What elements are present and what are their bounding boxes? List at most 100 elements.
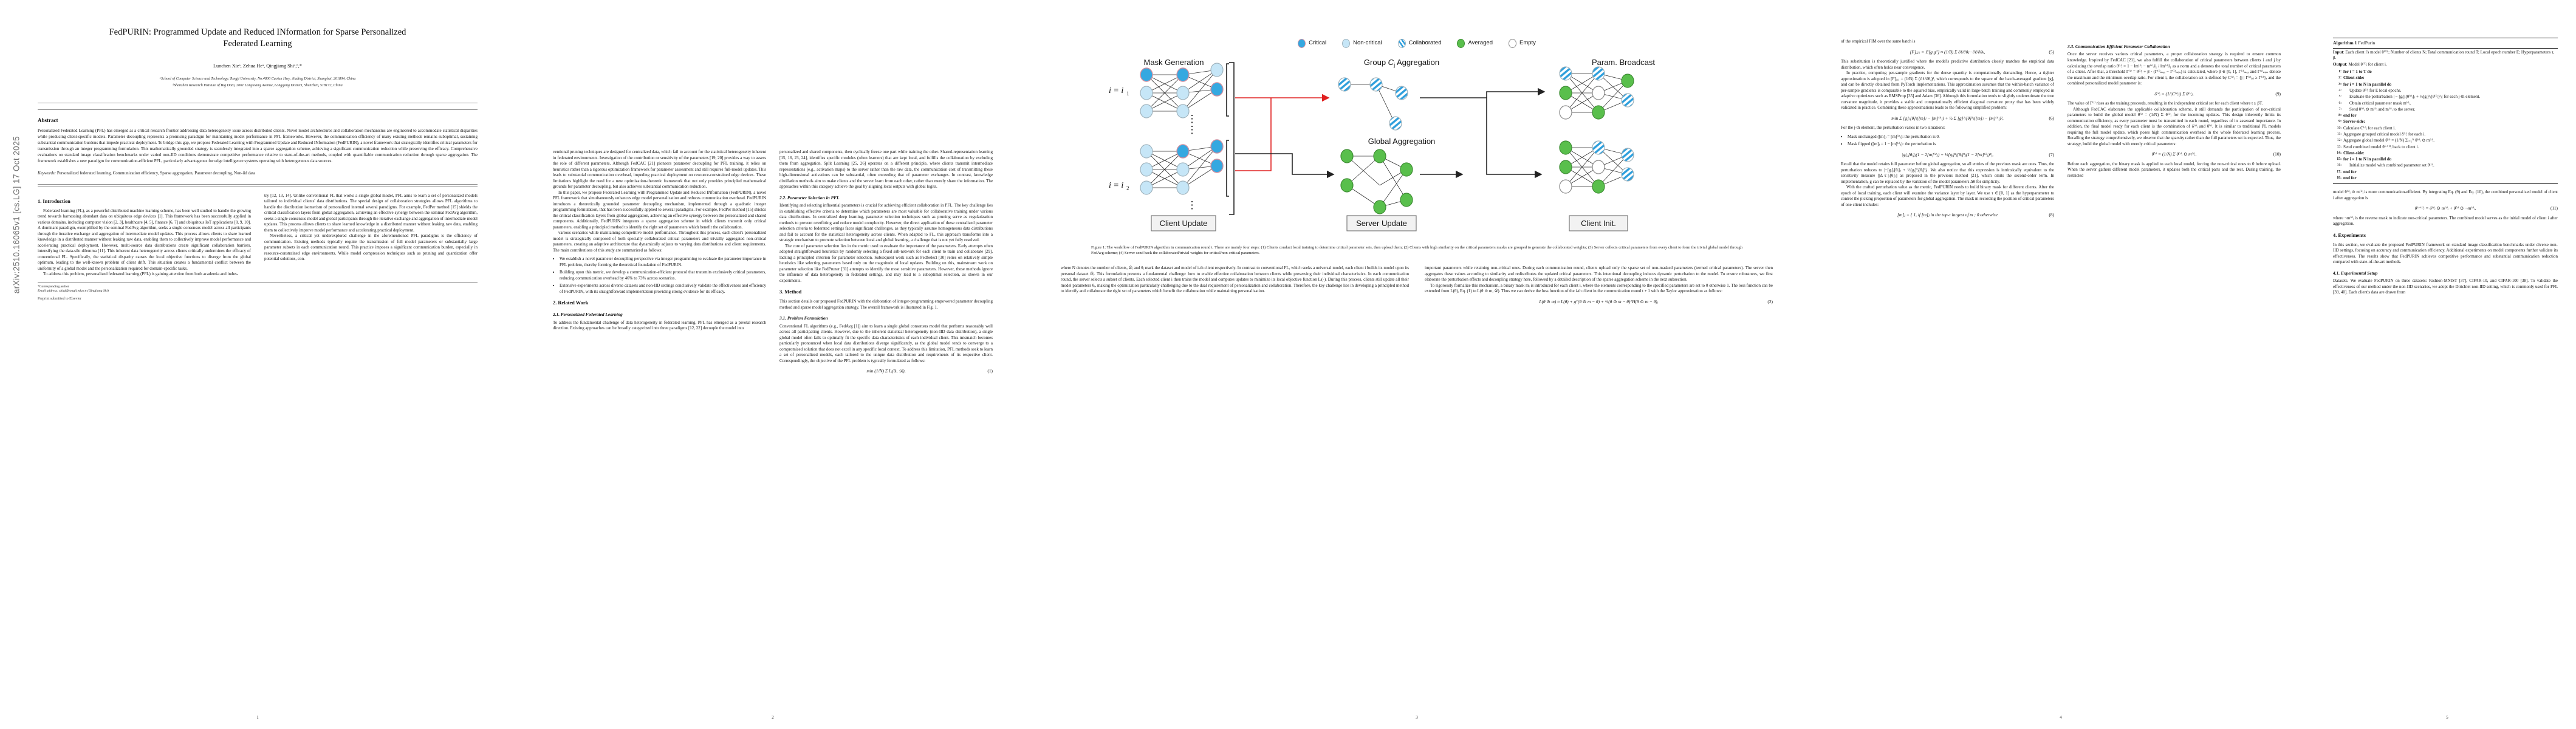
paragraph: Although FedCAC elaborates the applicabl… xyxy=(2067,106,2281,146)
algorithm-step: for i = 1 to N in parallel do xyxy=(2333,157,2392,162)
list-item: Mask unchanged ([m]ⱼ = [m]⁽ᵗ⁾ⱼ): the per… xyxy=(1848,134,2054,140)
equation-7: |gᵢ|ⱼ[θᵢ]ⱼ(1 − 2[m]⁽ᵗ⁾ⱼ) + ½[gᵢ]²ⱼ[θᵢ]²ⱼ… xyxy=(1841,152,2054,157)
algorithm-step: for i = 1 to N in parallel do xyxy=(2333,81,2392,87)
column-right: personalized and shared components, then… xyxy=(779,149,993,378)
paragraph: With the crafted perturbation value as t… xyxy=(1841,185,2054,207)
algorithm-input-text: : Each client i's model θ⁽⁰⁾ᵢ; Number of… xyxy=(2333,49,2555,61)
equation-number: (7) xyxy=(2049,151,2054,157)
algorithm-step: Send θ⁽ᵗ⁾ᵢ ⊙ m⁽ᵗ⁾ᵢ and m⁽ᵗ⁾ᵢ to the serv… xyxy=(2333,106,2416,112)
algorithm-step: Initialize model with combined parameter… xyxy=(2333,163,2434,168)
equation-10: θ̄⁽ᵗ⁾ = (1/N) Σ θ⁽ᵗ⁾ᵢ ⊙ m⁽ᵗ⁾ᵢ, (10) xyxy=(2067,151,2281,157)
two-column-body: 1. Introduction Federated learning (FL),… xyxy=(38,193,478,278)
paragraph: In this section, we evaluate the propose… xyxy=(2333,242,2558,265)
svg-text:2: 2 xyxy=(1126,185,1129,191)
legend-label: Averaged xyxy=(1468,39,1493,47)
paragraph: ventional pruning techniques are designe… xyxy=(553,149,766,190)
equation-number: (10) xyxy=(2273,151,2281,157)
legend-label: Critical xyxy=(1309,39,1327,47)
legend-item-non-critical: Non-critical xyxy=(1342,39,1382,48)
footnote-block: *Corresponding author Email address: shi… xyxy=(38,281,478,294)
equation-body: min Σ [g]ⱼ[θ]ⱼ([m]ⱼ − [m]⁽ᵗ⁾ⱼ) + ½ Σ [g]… xyxy=(1891,115,2004,121)
page-1: arXiv:2510.16065v1 [cs.LG] 17 Oct 2025 F… xyxy=(0,0,515,729)
paragraph: Before each aggregation, the binary mask… xyxy=(2067,161,2281,178)
legend-label: Non-critical xyxy=(1353,39,1382,47)
abstract-text: Personalized Federated Learning (PFL) ha… xyxy=(38,128,478,163)
equation-body: θ̄⁽ᵗ⁾ = (1/N) Σ θ⁽ᵗ⁾ᵢ ⊙ m⁽ᵗ⁾ᵢ, xyxy=(2151,151,2197,157)
paragraph: various scenarios while maintaining comp… xyxy=(553,230,766,253)
section-heading-introduction: 1. Introduction xyxy=(38,198,70,204)
equation-number: (1) xyxy=(987,368,993,374)
page-5: Algorithm 1 FedPurin Input: Each client … xyxy=(2318,0,2576,729)
corresponding-author-note: *Corresponding author xyxy=(38,284,69,289)
paragraph: The core of parameter selection lies in … xyxy=(779,243,993,283)
figure-1-container: Critical Non-critical Collaborated Avera… xyxy=(1030,0,1803,256)
algorithm-output: Output: Model θ⁽ᵀ⁾ᵢ for client i. xyxy=(2333,62,2558,68)
section-heading-method: 3. Method xyxy=(779,289,802,295)
svg-text:i = i: i = i xyxy=(1109,181,1123,190)
algorithm-step: Aggregate global model θ̄⁽ᵗ⁾ = (1/N) Σᵢ₌… xyxy=(2333,138,2434,143)
algorithm-step: Evaluate the perturbation | − [gᵢ]ⱼ[θ⁽ᵗ⁾… xyxy=(2333,94,2481,100)
equation-6: min Σ [g]ⱼ[θ]ⱼ([m]ⱼ − [m]⁽ᵗ⁾ⱼ) + ½ Σ [g]… xyxy=(1841,115,2054,121)
paragraph: important parameters while retaining non… xyxy=(1425,265,1773,282)
paragraph: In practice, computing per-sample gradie… xyxy=(1841,70,2054,111)
divider-abstract-bottom xyxy=(38,183,478,185)
paragraph: This substitution is theoretically justi… xyxy=(1841,58,2054,70)
svg-text:i = i: i = i xyxy=(1109,86,1123,95)
equation-number: (11) xyxy=(2550,205,2558,211)
paragraph: Conventional FL algorithms (e.g., FedAvg… xyxy=(779,323,993,363)
paragraph: Nevertheless, a critical yet underexplor… xyxy=(264,233,478,262)
contributions-list: We establish a novel parameter decouplin… xyxy=(553,256,766,295)
paragraph: model θ⁽ᵗ⁾ᵢ ⊙ m⁽ᵗ⁾ᵢ is more communicatio… xyxy=(2333,190,2558,200)
divider-top-2 xyxy=(38,109,478,110)
subsection-heading-problem-formulation: 3.1. Problem Formulation xyxy=(779,315,828,321)
svg-text:Client Update: Client Update xyxy=(1160,219,1208,228)
algorithm-input-label: Input xyxy=(2333,49,2343,55)
averaged-node-icon xyxy=(1457,39,1465,48)
legend-item-averaged: Averaged xyxy=(1457,39,1493,48)
title-line-2: Federated Learning xyxy=(223,39,292,49)
two-column-body: ventional pruning techniques are designe… xyxy=(553,149,993,378)
workflow-svg: Mask Generation Group Cj Aggregation Glo… xyxy=(1109,58,1655,231)
algorithm-step: Send combined model θ⁽ᵗ⁺¹⁾ᵢ back to clie… xyxy=(2333,144,2419,149)
equation-1: min (1/N) Σ Lᵢ(θᵢ, 𝒟ᵢ), (1) xyxy=(779,368,993,374)
page-number: 3 xyxy=(1416,715,1418,720)
preprint-note: Preprint submitted to Elsevier xyxy=(38,297,81,301)
critical-node-icon xyxy=(1298,39,1306,48)
author-list: Lunchen Xieᵃ, Zehua Heᵃ, Qingjiang Shiᵃ,… xyxy=(213,63,302,69)
page-number: 2 xyxy=(772,715,774,720)
algorithm-box: Algorithm 1 FedPurin Input: Each client … xyxy=(2333,38,2558,185)
paragraph: of the empirical FIM over the same batch… xyxy=(1841,39,1916,44)
paragraph: Identifying and selecting influential pa… xyxy=(779,203,993,243)
abstract-heading: Abstract xyxy=(38,117,58,123)
algorithm-name: FedPurin xyxy=(2358,40,2376,46)
equation-2: L(θ ⊙ m) ≈ L(θ) + gᵀ(θ ⊙ m − θ) + ½(θ ⊙ … xyxy=(1425,299,1773,304)
equation-body: θ⁽ᵗ⁺¹⁾ᵢ = δ⁽ᵗ⁾ᵢ ⊙ m⁽ᵗ⁾ᵢ + θ̄⁽ᵗ⁾ ⊙ ¬m⁽ᵗ⁾ᵢ… xyxy=(2414,205,2476,211)
title-line-1: FedPURIN: Programmed Update and Reduced … xyxy=(109,27,406,37)
paragraph: For the j-th element, the perturbation v… xyxy=(1841,125,1945,131)
algorithm-step: Calculate C⁽ᵗ⁾ᵢ for each client i. xyxy=(2333,125,2396,131)
page-number: 5 xyxy=(2446,715,2448,720)
svg-text:⋮: ⋮ xyxy=(1187,199,1197,211)
svg-text:Mask Generation: Mask Generation xyxy=(1144,58,1204,67)
non-critical-node-icon xyxy=(1342,39,1351,48)
paragraph: where ¬m⁽ᵗ⁾ᵢ is the reverse mask to indi… xyxy=(2333,215,2558,227)
perturbation-cases-list: Mask unchanged ([m]ⱼ = [m]⁽ᵗ⁾ⱼ): the per… xyxy=(1841,134,2054,148)
page-number: 1 xyxy=(256,715,259,720)
column-left: where N denotes the number of clients, 𝒟… xyxy=(1061,265,1409,309)
equation-9: δ⁽ᵗ⁾ᵢ = (1/|C⁽ᵗ⁾ᵢ|) Σ θ⁽ᵗ⁾ⱼ, (9) xyxy=(2067,91,2281,97)
paragraph: Once the server receives various critica… xyxy=(2067,52,2281,86)
email-note: Email address: shiqj@tongji.edu.cn (Qing… xyxy=(38,289,109,293)
paragraph: To rigorously formalize this mechanism, … xyxy=(1425,282,1773,294)
page-3: Critical Non-critical Collaborated Avera… xyxy=(1030,0,1803,729)
arxiv-stamp: arXiv:2510.16065v1 [cs.LG] 17 Oct 2025 xyxy=(12,136,21,294)
algorithm-output-label: Output xyxy=(2333,62,2346,67)
algorithm-step: Aggregate grouped critical model δ⁽ᵗ⁾ᵢ f… xyxy=(2333,131,2426,137)
equation-number: (5) xyxy=(2049,49,2054,55)
algorithm-step: end for xyxy=(2333,113,2357,118)
paragraph: Recall that the model retains full param… xyxy=(1841,162,2054,184)
algorithm-number: Algorithm 1 xyxy=(2333,40,2357,46)
algorithm-step: end for xyxy=(2333,176,2357,181)
page-title: FedPURIN: Programmed Update and Reduced … xyxy=(62,27,453,50)
section-heading-related-work: 2. Related Work xyxy=(553,300,589,306)
